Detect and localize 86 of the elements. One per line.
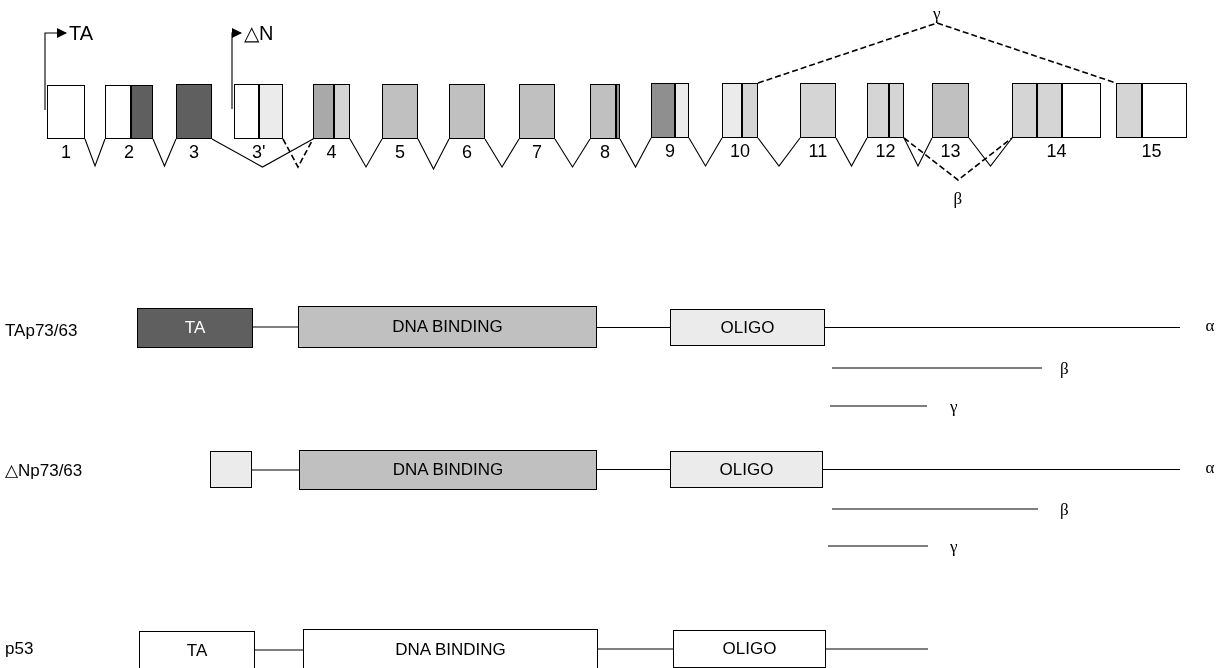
splice-line: [757, 137, 801, 167]
splice-line: [84, 138, 106, 168]
linker-line: [596, 326, 671, 329]
domain-box: [673, 630, 826, 668]
exon-number: 2: [124, 143, 134, 161]
splice-line: [417, 138, 450, 171]
exon-box: [590, 84, 620, 139]
exon-number: 12: [875, 142, 896, 160]
isoform-label: β: [1060, 360, 1069, 377]
promoter-arrow: [44, 28, 67, 111]
isoform-label: γ: [950, 398, 958, 415]
domain-box: [137, 308, 253, 348]
c-terminal-line: [824, 326, 1181, 329]
exon-box: [519, 84, 555, 139]
splice-line: [688, 137, 723, 168]
domain-label: OLIGO: [719, 459, 774, 480]
c-terminal-line: [822, 468, 1181, 471]
splice-line: [349, 138, 383, 169]
exon-box: [867, 83, 904, 138]
exon-number: 14: [1046, 142, 1067, 160]
exon-box: [449, 84, 485, 139]
splice-line: [619, 137, 652, 169]
protein-label: △Np73/63: [5, 462, 83, 479]
splice-line: [903, 137, 933, 168]
isoform-label: β: [1060, 501, 1069, 518]
exon-box: [1012, 83, 1101, 138]
exon-box: [651, 83, 689, 138]
exon-number: 15: [1141, 142, 1162, 160]
exon-box: [932, 83, 969, 138]
exon-number: 7: [532, 143, 542, 161]
promoter-label: △N: [241, 22, 291, 44]
exon-box: [105, 85, 153, 139]
exon-number: 9: [665, 142, 675, 160]
c-terminal-line: [825, 648, 929, 650]
exon-number: 6: [462, 143, 472, 161]
exon-box: [1116, 83, 1187, 138]
splice-line: [903, 137, 1013, 181]
protein-label: TAp73/63: [5, 322, 78, 339]
splice-line: [757, 22, 1117, 84]
isoform-label: γ: [950, 538, 958, 555]
exon-number: 13: [940, 142, 961, 160]
exon-box: [800, 83, 836, 138]
splice-line: [554, 138, 591, 169]
domain-label: OLIGO: [722, 639, 777, 659]
exon-number: 1: [61, 143, 71, 161]
domain-label: DNA BINDING: [392, 317, 503, 337]
promoter-arrow: [231, 28, 242, 110]
edge-label: β: [953, 189, 963, 207]
exon-box: [313, 84, 350, 139]
splice-line: [968, 137, 1013, 167]
splice-line: [282, 138, 314, 169]
domain-label: TA: [186, 641, 208, 661]
exon-number: 3: [189, 143, 199, 161]
exon-box: [382, 84, 418, 139]
linker-line: [252, 326, 299, 328]
exon-number: 3': [252, 143, 266, 161]
splice-line: [835, 137, 868, 168]
domain-label: OLIGO: [720, 317, 775, 338]
exon-box: [47, 85, 85, 139]
splice-line: [152, 138, 177, 168]
exon-number: 11: [808, 142, 828, 160]
linker-line: [251, 469, 300, 471]
linker-line: [597, 648, 674, 650]
domain-label: DNA BINDING: [395, 640, 506, 660]
exon-number: 8: [600, 143, 610, 161]
promoter-label: TA: [66, 22, 106, 44]
protein-label: p53: [5, 640, 34, 657]
domain-box: [139, 631, 255, 668]
exon-number: 5: [395, 143, 405, 161]
domain-box: [210, 451, 252, 488]
linker-line: [254, 649, 304, 651]
domain-label: TA: [184, 318, 206, 338]
exon-box: [722, 83, 758, 138]
exon-box: [234, 84, 283, 139]
domain-box: [298, 306, 597, 348]
domain-box: [299, 450, 597, 490]
splice-line: [484, 138, 520, 169]
domain-box: [303, 629, 598, 668]
domain-box: [670, 309, 825, 346]
exon-number: 4: [326, 143, 337, 161]
linker-line: [596, 468, 671, 471]
domain-box: [670, 451, 823, 488]
exon-number: 10: [730, 142, 751, 160]
exon-box: [176, 84, 212, 139]
domain-label: DNA BINDING: [392, 460, 504, 480]
splice-line: [211, 138, 314, 168]
